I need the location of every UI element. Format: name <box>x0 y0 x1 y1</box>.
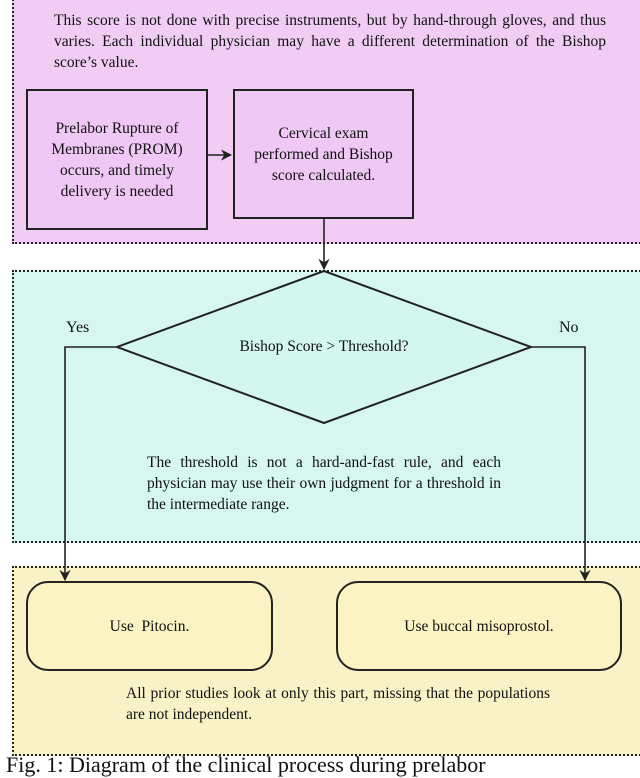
cervical-exam-box-text: Cervical exam performed and Bishop score… <box>254 124 393 184</box>
top-note: This score is not done with precise inst… <box>54 12 606 71</box>
cervical-exam-box: Cervical exam performed and Bishop score… <box>233 89 414 219</box>
figure-caption: Fig. 1: Diagram of the clinical process … <box>6 752 486 777</box>
arrow-yes-to-pitocin <box>59 346 117 582</box>
decision-diamond <box>114 269 534 425</box>
prom-box: Prelabor Rupture of Membranes (PROM) occ… <box>26 89 208 230</box>
prom-box-text: Prelabor Rupture of Membranes (PROM) occ… <box>51 119 183 200</box>
bottom-note: All prior studies look at only this part… <box>126 685 550 723</box>
use-pitocin-text: Use Pitocin. <box>109 617 190 635</box>
threshold-note: The threshold is not a hard-and-fast rul… <box>147 454 501 513</box>
yes-label: Yes <box>66 319 90 336</box>
no-label: No <box>559 319 579 336</box>
arrow-no-to-misoprostol <box>531 346 591 582</box>
use-pitocin-box: Use Pitocin. <box>26 581 273 671</box>
use-misoprostol-box: Use buccal misoprostol. <box>336 581 622 671</box>
decision-label: Bishop Score > Threshold? <box>239 338 409 355</box>
use-misoprostol-text: Use buccal misoprostol. <box>404 617 554 635</box>
